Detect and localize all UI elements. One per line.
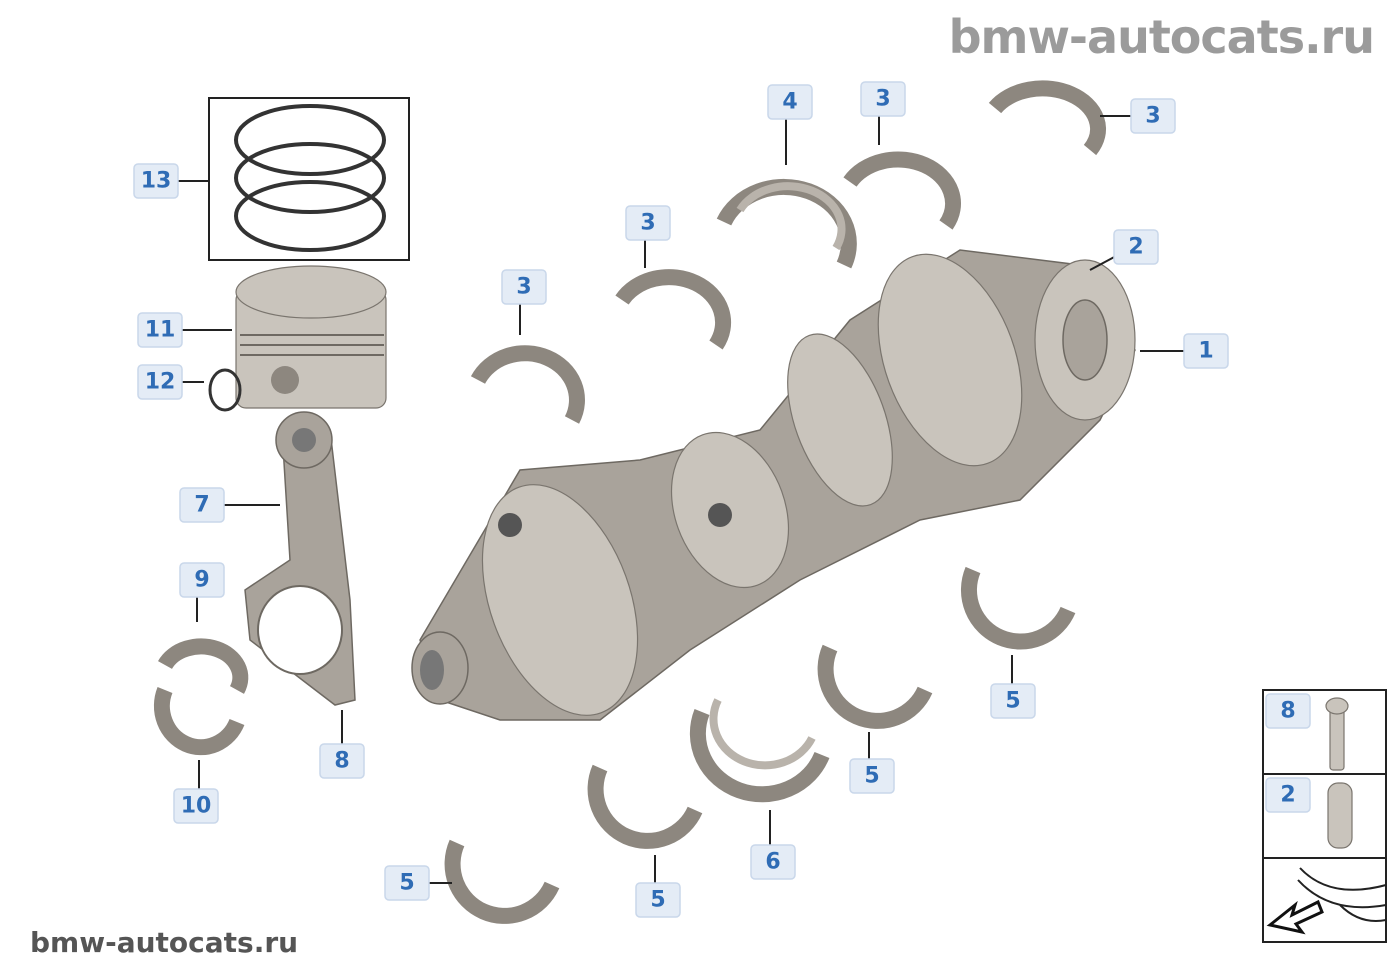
callout-5[interactable]: 5: [849, 758, 895, 794]
thrust-bearing-shell-lower: [689, 698, 830, 803]
svg-text:8: 8: [1280, 699, 1295, 724]
svg-text:5: 5: [650, 888, 665, 913]
snap-ring: [208, 368, 242, 412]
callout-5[interactable]: 5: [384, 865, 430, 901]
callout-3[interactable]: 3: [860, 81, 906, 117]
legend-callout-8[interactable]: 8: [1265, 693, 1311, 729]
callout-9[interactable]: 9: [179, 562, 225, 598]
main-bearing-shell: [988, 80, 1106, 156]
callout-7[interactable]: 7: [179, 487, 225, 523]
callout-11[interactable]: 11: [137, 312, 183, 348]
callout-13[interactable]: 13: [133, 163, 179, 199]
callout-12[interactable]: 12: [137, 364, 183, 400]
svg-text:6: 6: [765, 850, 780, 875]
svg-text:8: 8: [334, 749, 349, 774]
piston: [235, 265, 387, 409]
svg-text:1: 1: [1198, 339, 1213, 364]
callout-8[interactable]: 8: [319, 743, 365, 779]
pin-icon: [1327, 782, 1353, 849]
svg-text:3: 3: [516, 275, 531, 300]
svg-text:5: 5: [1005, 689, 1020, 714]
legend-panel: 8 2: [1262, 689, 1387, 943]
main-bearing-shell-lower: [587, 764, 703, 849]
svg-text:4: 4: [782, 90, 797, 115]
callout-5[interactable]: 5: [990, 683, 1036, 719]
rod-bearing-upper: [158, 638, 249, 694]
svg-text:9: 9: [194, 568, 209, 593]
svg-text:7: 7: [194, 493, 209, 518]
svg-text:5: 5: [399, 871, 414, 896]
legend-callout-2[interactable]: 2: [1265, 777, 1311, 813]
svg-text:11: 11: [145, 318, 176, 343]
main-bearing-shell-lower: [961, 566, 1076, 650]
callout-6[interactable]: 6: [750, 844, 796, 880]
svg-text:2: 2: [1128, 235, 1143, 260]
main-bearing-shell: [843, 151, 961, 230]
connecting-rod: [244, 411, 356, 706]
main-bearing-shell: [615, 269, 732, 350]
svg-text:5: 5: [864, 764, 879, 789]
callout-1[interactable]: 1: [1183, 333, 1229, 369]
svg-text:2: 2: [1280, 783, 1295, 808]
svg-text:12: 12: [145, 370, 176, 395]
thrust-bearing-shell-upper: [716, 178, 857, 269]
callout-4[interactable]: 4: [767, 84, 813, 120]
crankshaft: [411, 249, 1136, 721]
callout-3[interactable]: 3: [1130, 98, 1176, 134]
svg-text:3: 3: [640, 211, 655, 236]
rod-bearing-lower: [153, 687, 245, 756]
piston-rings: [208, 97, 410, 261]
callout-3[interactable]: 3: [625, 205, 671, 241]
callout-3[interactable]: 3: [501, 269, 547, 305]
main-bearing-shell-lower: [817, 644, 933, 729]
watermark-bottom: bmw-autocats.ru: [30, 926, 299, 959]
watermark-top: bmw-autocats.ru: [948, 10, 1375, 64]
callout-10[interactable]: 10: [173, 788, 219, 824]
svg-text:3: 3: [875, 87, 890, 112]
svg-text:3: 3: [1145, 104, 1160, 129]
bolt-icon: [1325, 697, 1349, 771]
svg-text:10: 10: [181, 794, 212, 819]
main-bearing-shell: [470, 345, 585, 424]
callout-2[interactable]: 2: [1113, 229, 1159, 265]
svg-text:13: 13: [141, 169, 172, 194]
car-front-icon: [1266, 867, 1387, 935]
main-bearing-shell-lower: [444, 839, 560, 924]
callout-5[interactable]: 5: [635, 882, 681, 918]
leader-lines: [178, 115, 1184, 884]
